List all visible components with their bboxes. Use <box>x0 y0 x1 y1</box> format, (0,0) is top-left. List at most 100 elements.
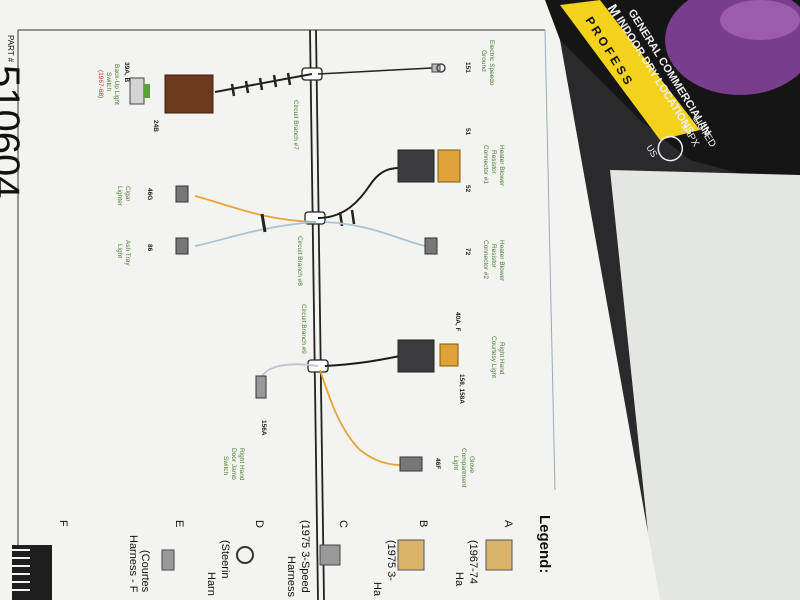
blower-2-tag: 72 <box>464 248 471 256</box>
ash-tray-wire <box>194 221 317 247</box>
legend-letter: A <box>502 520 514 528</box>
glove-tag: 46F <box>434 458 441 469</box>
backup-switch-body <box>129 77 145 105</box>
caption-ash-tray: 86 Ash Tray Light <box>116 240 153 266</box>
caption-door-jamb: 156A Right Hand Door Jamb Switch <box>222 420 267 481</box>
speedo-tag: 151 <box>464 62 471 73</box>
backup-tag: 39A, B <box>123 62 130 83</box>
caption-blower-1: Heater Blower Resistor Connector #1 51 5… <box>464 128 505 193</box>
legend-text: (Steerin <box>219 540 231 579</box>
part-number: 510604 <box>0 65 27 198</box>
legend-text: (1975 3-Speed <box>299 520 311 593</box>
courtesy-light-plug <box>439 343 459 367</box>
legend-letter: B <box>417 520 429 527</box>
blower-1-tag: 51 <box>464 128 471 136</box>
legend-swatch <box>397 539 425 571</box>
blower-1-tag-2: 52 <box>464 185 471 193</box>
ring-terminal-icon <box>236 546 254 564</box>
legend-entry-b: B (1975 3- Ha <box>371 520 429 597</box>
caption-line: Electric Speedo <box>488 40 495 86</box>
caption-line: Ash Tray <box>124 240 131 266</box>
legend-swatch <box>319 544 341 566</box>
legend-title: Legend: <box>536 515 553 573</box>
legend-letter: E <box>173 520 185 527</box>
caption-line: Right Hand <box>238 448 245 481</box>
caption-line: Compartment <box>460 448 467 488</box>
caption-line: Switch <box>222 456 229 476</box>
courtesy-tag-2: 158, 158A <box>458 374 465 404</box>
caption-blower-2: Heater Blower Resistor Connector #2 72 <box>464 240 505 282</box>
door-jamb-terminal <box>255 375 267 399</box>
legend-swatch-comb <box>12 545 52 600</box>
caption-line: Door Jamb <box>230 448 237 480</box>
page-border-right <box>544 29 556 491</box>
yellow-stripe <box>560 0 700 140</box>
caption-line: Switch <box>105 72 112 92</box>
part-label: PART # <box>6 35 15 63</box>
blower-2-wire <box>324 221 426 247</box>
comb-teeth <box>12 549 30 591</box>
caption-line: Heater Blower <box>498 145 505 187</box>
legend-letter: F <box>57 520 69 527</box>
legend-text-2: Ha <box>371 582 383 597</box>
caption-note: (1967-68) <box>97 70 104 98</box>
caption-line: Light <box>116 244 123 258</box>
caption-line: Right Hand <box>498 342 505 375</box>
caption-cigar: 46G Cigar Lighter <box>116 186 153 207</box>
door-jamb-wire <box>261 363 319 377</box>
caption-line: Resistor <box>490 244 497 269</box>
purple-highlight <box>720 0 800 40</box>
paper-sheet-back <box>610 170 800 600</box>
cigar-lighter-terminal <box>175 185 189 203</box>
ash-tray-terminal <box>175 237 189 255</box>
legend-letter: C <box>337 520 349 528</box>
cigar-lighter-wire <box>194 195 317 223</box>
legend-text-2: Harn <box>205 572 217 596</box>
caption-line: Lighter <box>116 186 123 207</box>
cigar-tag: 46G <box>146 188 153 200</box>
backup-switch-tab <box>144 84 150 98</box>
legend-letter: D <box>253 520 265 528</box>
legend-text-2: Harness <box>285 556 297 597</box>
backup-tag-2: 24B <box>152 120 159 132</box>
caption-line: Courtesy Light <box>490 336 497 378</box>
caption-line: Back-Up Light <box>113 64 120 105</box>
courtesy-light-wire <box>324 355 401 367</box>
legend-text: (Courtes <box>139 550 151 593</box>
brown-connector <box>164 74 214 114</box>
blower-connector-2 <box>424 237 438 255</box>
legend-text-2: Ha <box>453 572 465 587</box>
ash-tray-tag: 86 <box>146 244 153 252</box>
blower-1-wire <box>317 167 401 219</box>
legend-entry-d: D (Steerin Harn <box>205 520 265 596</box>
ground-terminal <box>431 63 441 73</box>
legend-swatch <box>485 539 513 571</box>
blower-connector-1 <box>397 149 435 183</box>
legend-entry-c: C (1975 3-Speed Harness <box>285 520 349 597</box>
harness-trunk-left <box>309 29 319 600</box>
caption-line: Connector #2 <box>482 240 489 279</box>
legend-entry-a: A (1967-74 Ha <box>453 520 514 587</box>
caption-line: Cigar <box>124 186 131 202</box>
harness-trunk-right <box>315 29 325 600</box>
caption-line: Resistor <box>490 150 497 175</box>
courtesy-tag: 40A, F <box>454 312 461 332</box>
caption-courtesy: Right Hand Courtesy Light 40A, F 158, 15… <box>454 312 505 404</box>
legend-swatch <box>161 549 175 571</box>
ground-eyelet-icon <box>436 63 446 73</box>
branch-9-label: Circuit Branch #9 <box>300 304 307 354</box>
glove-box-terminal <box>399 456 423 472</box>
branch-7-ticks <box>230 72 292 97</box>
branch-7-label: Circuit Branch #7 <box>292 100 299 150</box>
caption-line: Glove <box>468 456 475 473</box>
branch-7-wire <box>214 73 313 93</box>
legend-entry-f: F <box>12 520 69 600</box>
ground-wire <box>317 67 433 75</box>
legend-text: (1975 3- <box>385 540 397 581</box>
caption-speedo: Electric Speedo Ground 151 <box>464 40 495 86</box>
legend-text: (1967-74 <box>467 540 479 584</box>
door-jamb-tag: 156A <box>260 420 267 436</box>
ul-logo-icon <box>657 135 684 162</box>
caption-line: Heater Blower <box>498 240 505 282</box>
